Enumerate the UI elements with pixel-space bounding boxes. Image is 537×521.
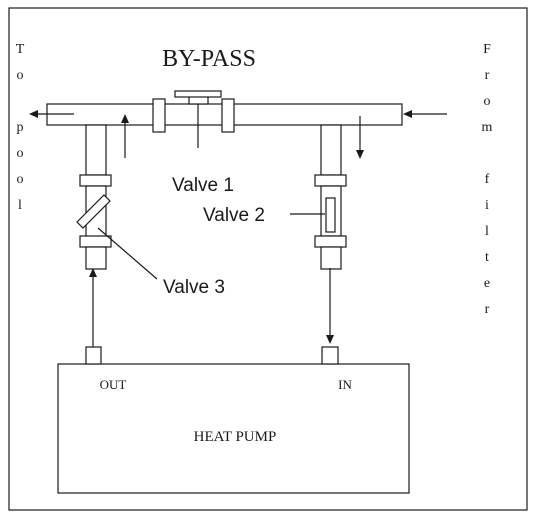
left-pipe-assembly: [76, 124, 112, 270]
left-pipe-lower: [85, 246, 107, 270]
valve-3-label: Valve 3: [163, 277, 225, 298]
valve-3-leader: [97, 227, 158, 280]
right-coupling-bottom: [314, 235, 347, 248]
valve-1: [152, 90, 235, 148]
right-pipe-assembly: [314, 124, 347, 270]
valve-2: [325, 197, 336, 233]
left-coupling-top: [79, 174, 112, 187]
right-coupling-top: [314, 174, 347, 187]
left-pipe-upper: [85, 124, 107, 176]
in-port-label: IN: [338, 377, 352, 392]
heat-pump-body: [57, 363, 410, 494]
left-coupling-bottom: [79, 235, 112, 248]
diagram-frame: [8, 7, 528, 511]
heat-pump-in-port: [321, 346, 339, 365]
valve-1-handle: [174, 90, 222, 98]
heat-pump-unit: OUT IN HEAT PUMP: [57, 346, 410, 494]
valve-1-flange-left: [152, 98, 166, 133]
flow-arrow-right-drop-down: [356, 116, 364, 159]
flow-arrow-to-pool: [29, 110, 74, 118]
heat-pump-label: HEAT PUMP: [194, 429, 277, 445]
out-port-label: OUT: [100, 377, 127, 392]
bypass-title: BY-PASS: [162, 46, 256, 72]
flow-arrow-from-filter: [403, 110, 447, 118]
valve-1-label: Valve 1: [172, 175, 234, 196]
flow-arrow-left-riser-up: [121, 114, 129, 158]
valve-1-flange-right: [221, 98, 235, 133]
valve-2-disc: [325, 197, 336, 233]
right-pipe-lower: [320, 246, 342, 270]
valve-3: [76, 194, 111, 229]
right-pipe-upper: [320, 124, 342, 176]
flow-arrow-out-up: [89, 268, 97, 347]
valve-2-label: Valve 2: [203, 205, 265, 226]
heat-pump-out-port: [85, 346, 102, 365]
flow-arrow-in-down: [326, 268, 334, 344]
valve-3-disc: [76, 194, 111, 229]
